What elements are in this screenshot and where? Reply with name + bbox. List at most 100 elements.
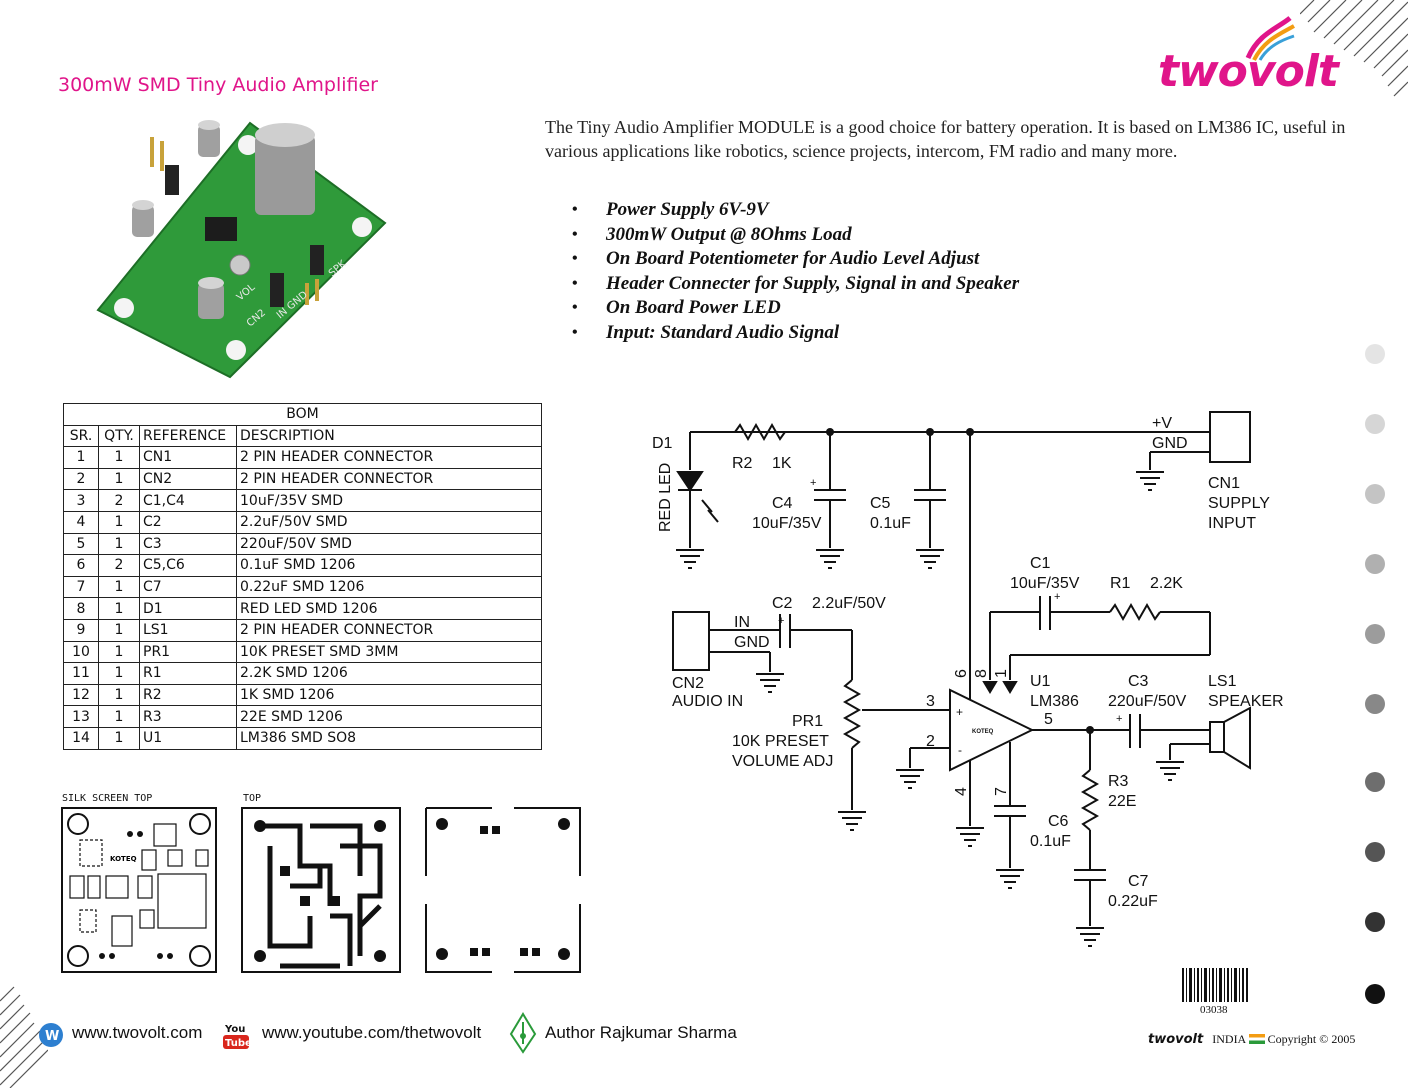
svg-text:+: + [778, 615, 784, 627]
svg-text:R2: R2 [732, 455, 753, 472]
bom-col-description: DESCRIPTION [236, 424, 542, 448]
website-link[interactable]: www.twovolt.com [72, 1023, 203, 1042]
page-title: 300mW SMD Tiny Audio Amplifier [58, 74, 378, 96]
nav-dot[interactable] [1365, 842, 1385, 862]
top-copper-view [241, 807, 401, 973]
nav-dot[interactable] [1365, 772, 1385, 792]
bom-description: 220uF/50V SMD [236, 532, 542, 556]
bom-description: 2.2uF/50V SMD [236, 510, 542, 534]
silk-screen-view: KOTEQ [61, 807, 217, 973]
svg-text:R1: R1 [1110, 575, 1131, 592]
nav-dot[interactable] [1365, 414, 1385, 434]
svg-text:+: + [956, 705, 963, 719]
barcode [1182, 968, 1248, 1002]
bom-sr: 6 [63, 554, 99, 577]
svg-text:C7: C7 [1128, 873, 1149, 890]
svg-text:LS1: LS1 [1208, 673, 1237, 690]
bom-reference: U1 [139, 726, 237, 750]
bom-reference: C5,C6 [139, 554, 237, 577]
svg-text:KOTEQ: KOTEQ [110, 855, 137, 863]
globe-icon: W [39, 1023, 63, 1047]
svg-text:KOTEQ: KOTEQ [972, 729, 994, 735]
bom-reference: C3 [139, 532, 237, 556]
pen-nib-icon [509, 1012, 537, 1054]
svg-text:C3: C3 [1128, 673, 1149, 690]
svg-text:VOLUME ADJ: VOLUME ADJ [732, 753, 833, 770]
feature-item: 300mW Output @ 8Ohms Load [570, 223, 1019, 248]
bom-qty: 1 [98, 726, 140, 750]
author-credit: Author Rajkumar Sharma [545, 1023, 737, 1042]
bom-description: 0.1uF SMD 1206 [236, 554, 542, 577]
bom-reference: C1,C4 [139, 489, 237, 512]
nav-dot[interactable] [1365, 984, 1385, 1004]
bom-qty: 1 [98, 705, 140, 728]
svg-text:GND: GND [734, 634, 770, 651]
bom-qty: 1 [98, 597, 140, 620]
bom-reference: D1 [139, 597, 237, 620]
bom-qty: 1 [98, 683, 140, 707]
copyright-brand: twovolt [1148, 1032, 1204, 1047]
barcode-number: 03038 [1200, 1004, 1228, 1016]
svg-text:IN: IN [734, 614, 750, 631]
nav-dot[interactable] [1365, 694, 1385, 714]
nav-dot[interactable] [1365, 554, 1385, 574]
svg-text:22E: 22E [1108, 793, 1136, 810]
svg-text:C4: C4 [772, 495, 793, 512]
svg-text:AUDIO IN: AUDIO IN [672, 693, 743, 710]
bom-reference: R3 [139, 705, 237, 728]
feature-item: Header Connecter for Supply, Signal in a… [570, 272, 1019, 297]
bom-qty: 1 [98, 532, 140, 556]
copyright-symbol: © [1319, 1032, 1329, 1046]
intro-paragraph: The Tiny Audio Amplifier MODULE is a goo… [545, 117, 1346, 161]
nav-dot[interactable] [1365, 624, 1385, 644]
bom-sr: 9 [63, 618, 99, 642]
feature-item: On Board Power LED [570, 296, 1019, 321]
bom-sr: 8 [63, 597, 99, 620]
bom-qty: 1 [98, 575, 140, 599]
bom-qty: 1 [98, 640, 140, 664]
bom-sr: 13 [63, 705, 99, 728]
youtube-link[interactable]: www.youtube.com/thetwovolt [262, 1023, 482, 1042]
nav-dot[interactable] [1365, 344, 1385, 364]
bom-qty: 2 [98, 554, 140, 577]
copyright-line: twovolt INDIA Copyright © 2005 [1148, 1032, 1355, 1047]
svg-text:GND: GND [1152, 435, 1188, 452]
bom-sr: 5 [63, 532, 99, 556]
svg-text:0.22uF: 0.22uF [1108, 893, 1158, 910]
product-photo: CN2 IN GND SPK VOL [96, 120, 387, 379]
bom-qty: 1 [98, 510, 140, 534]
svg-text:2.2uF/50V: 2.2uF/50V [812, 595, 886, 612]
svg-text:R3: R3 [1108, 773, 1129, 790]
svg-text:0.1uF: 0.1uF [1030, 833, 1071, 850]
bom-sr: 2 [63, 467, 99, 491]
bom-description: 2 PIN HEADER CONNECTOR [236, 618, 542, 642]
bom-description: 1K SMD 1206 [236, 683, 542, 707]
svg-text:You: You [224, 1024, 245, 1035]
svg-text:-: - [958, 743, 962, 757]
logo-swirl-icon [1245, 16, 1295, 61]
brand-logo: twovolt [1158, 46, 1339, 97]
nav-dot[interactable] [1365, 484, 1385, 504]
nav-dot[interactable] [1365, 912, 1385, 932]
svg-text:10uF/35V: 10uF/35V [752, 515, 822, 532]
bom-title: BOM [63, 403, 542, 426]
svg-text:2: 2 [926, 733, 935, 750]
svg-text:8: 8 [973, 669, 990, 678]
bom-reference: C2 [139, 510, 237, 534]
bom-header-row: SR. QTY. REFERENCE DESCRIPTION [63, 424, 542, 448]
svg-text:6: 6 [953, 669, 970, 678]
bom-reference: R1 [139, 662, 237, 685]
bom-reference: LS1 [139, 618, 237, 642]
bom-qty: 1 [98, 662, 140, 685]
svg-text:Tube: Tube [225, 1038, 250, 1049]
